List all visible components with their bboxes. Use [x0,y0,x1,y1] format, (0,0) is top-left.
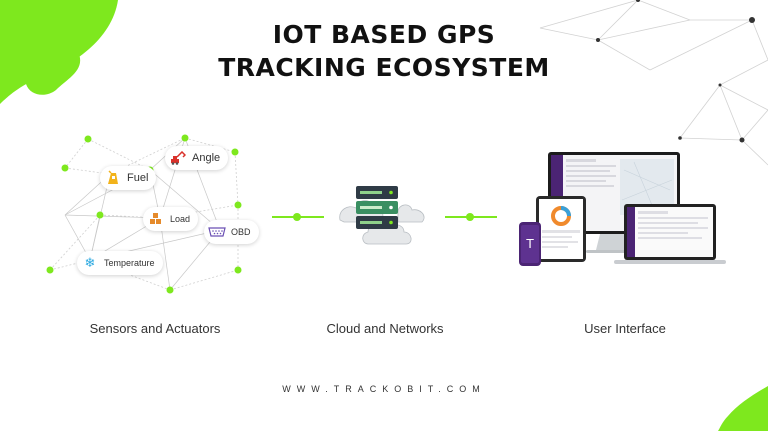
fuel-pump-icon [103,168,123,188]
excavator-icon [168,148,188,168]
title-line-2: TRACKING ECOSYSTEM [218,53,550,82]
cloud-server-icon [339,186,425,245]
sensor-label-obd: OBD [231,227,251,237]
sensor-label-temperature: Temperature [104,258,155,268]
sensor-label-angle: Angle [192,152,221,164]
title-line-1: IOT BASED GPS [272,20,496,49]
decorative-network-top-right [539,0,768,166]
svg-text:T: T [525,237,534,251]
page-title: IOT BASED GPS TRACKING ECOSYSTEM [0,18,768,84]
section-label-cloud: Cloud and Networks [326,321,444,336]
decorative-green-blob-top-left [0,0,118,104]
sensor-obd: OBD [204,220,259,244]
section-label-ui: User Interface [584,321,666,336]
sensor-angle: Angle [165,146,229,170]
connector-sensors-cloud [272,213,324,221]
load-boxes-icon [146,209,166,229]
decorative-green-blob-bottom-right [718,386,768,431]
sensor-load: Load [143,207,199,231]
sensor-label-load: Load [170,214,191,224]
connector-cloud-ui [445,213,497,221]
sensor-fuel: Fuel [100,166,157,190]
device-mockups: T [519,152,726,266]
footer-website: WWW.TRACKOBIT.COM [282,384,486,394]
section-label-sensors: Sensors and Actuators [89,321,221,336]
snowflake-icon: ❄ [80,253,100,273]
sensor-temperature: ❄ Temperature [77,251,163,275]
obd-connector-icon [207,222,227,242]
sensor-label-fuel: Fuel [127,172,149,184]
